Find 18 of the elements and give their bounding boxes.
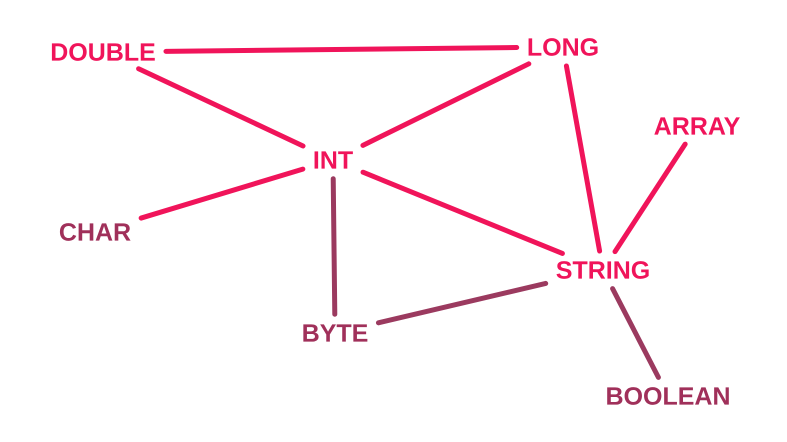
connector-line (610, 286, 661, 380)
type-label: CHAR (60, 223, 131, 241)
connector-line (330, 176, 338, 317)
type-label: LONG (528, 38, 598, 56)
connector-line (136, 66, 306, 148)
type-label: ARRAY (654, 117, 740, 135)
connector-line (360, 170, 565, 256)
connector-line (564, 63, 602, 254)
connector-line (612, 142, 688, 254)
connector-line (163, 45, 520, 54)
type-label: DOUBLE (52, 43, 155, 61)
connector-line (376, 280, 548, 326)
type-label: STRING (556, 261, 649, 279)
type-label: BYTE (303, 324, 368, 342)
type-label: BOOLEAN (607, 387, 729, 405)
connector-line (138, 166, 306, 221)
connector-line (360, 61, 532, 148)
type-label: INT (314, 151, 353, 169)
